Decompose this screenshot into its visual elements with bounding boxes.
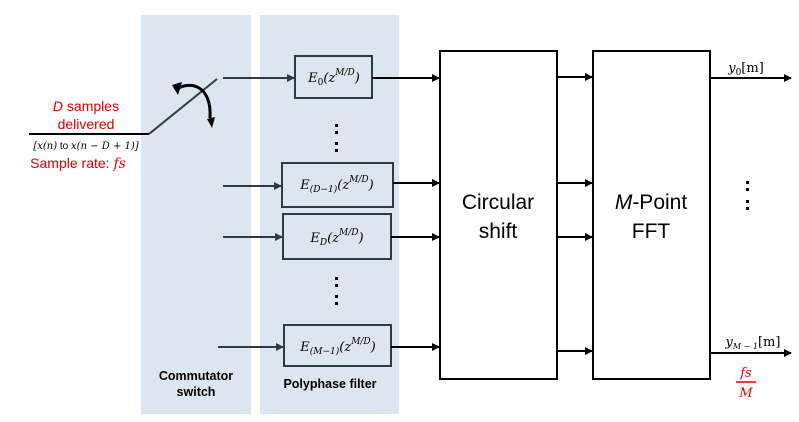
filter-e-d-label: ED(zM/D) <box>309 228 363 248</box>
input-annotation: D samples delivered [x(n) to x(n − D + 1… <box>29 98 149 172</box>
output-rate-denominator: M <box>738 386 753 401</box>
switch-arm <box>148 78 218 135</box>
commutator-switch <box>148 77 260 135</box>
sample-rate-label: Sample rate: <box>30 155 113 171</box>
range-to: to <box>57 141 71 152</box>
circular-shift-box <box>439 50 558 380</box>
range-open: [x(n) <box>33 141 57 152</box>
sample-range: [x(n) to x(n − D + 1)] <box>33 141 138 152</box>
filter-box <box>281 162 394 208</box>
commutator-label-line2: switch <box>177 385 216 399</box>
filter-e-m-minus-1: E(M−1)(zM/D) <box>283 324 392 367</box>
circular-shift-line1: Circular <box>462 191 534 214</box>
filter-e0-label: E0(zM/D) <box>307 68 360 88</box>
samples-var: D <box>53 98 63 114</box>
output-rate-numerator: fs <box>739 366 752 381</box>
fft-line1: M-Point <box>615 191 688 214</box>
filter-box <box>283 324 392 367</box>
sample-rate: Sample rate: fs <box>30 155 126 172</box>
fft-line2: FFT <box>632 220 671 243</box>
output-rate-fraction: fs M <box>736 366 756 401</box>
circular-shift-block: Circular shift <box>439 50 558 380</box>
rotation-arrowhead-icon <box>172 82 182 95</box>
fft-block: M-Point FFT <box>592 50 711 380</box>
filter-e-d-minus-1: E(D−1)(zM/D) <box>281 162 394 208</box>
circular-shift-line2: shift <box>479 220 518 243</box>
commutator-label-line1: Commutator <box>159 369 233 383</box>
fft-var: M <box>615 191 633 214</box>
fft-line1-rest: -Point <box>632 191 687 214</box>
filter-e-d: ED(zM/D) <box>282 213 392 260</box>
filter-ellipsis-lower <box>335 277 338 305</box>
sample-rate-var: fs <box>112 156 125 172</box>
samples-text: samples <box>63 98 119 114</box>
commutator-panel <box>141 15 251 414</box>
fft-box <box>592 50 711 380</box>
polyphase-label: Polyphase filter <box>283 377 376 391</box>
output-ym-1-label: yM − 1[m] <box>725 335 781 351</box>
output-ellipsis <box>746 181 749 210</box>
filter-e-m-minus-1-label: E(M−1)(zM/D) <box>299 337 375 357</box>
samples-delivered-line1: D samples <box>53 98 119 114</box>
samples-delivered-line2: delivered <box>58 116 115 132</box>
rotation-arrow-tail <box>207 117 215 128</box>
range-close: x(n − D + 1)] <box>71 141 139 152</box>
filter-ellipsis-upper <box>335 124 338 152</box>
filter-e-d-minus-1-label: E(D−1)(zM/D) <box>299 175 373 195</box>
output-y0-label: y0[m] <box>727 61 764 78</box>
